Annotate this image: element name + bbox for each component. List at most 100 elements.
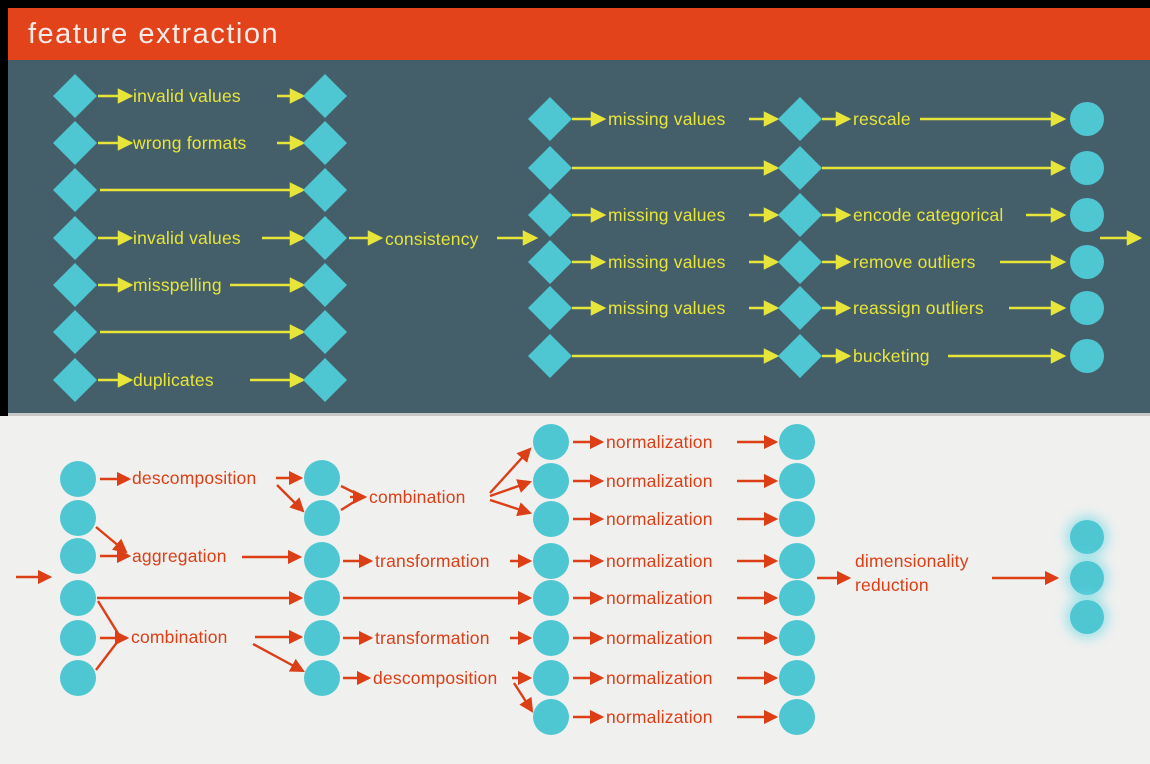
diamond-node — [53, 358, 97, 402]
flow-label: missing values — [608, 205, 726, 225]
flow-label: normalization — [606, 551, 713, 571]
flow-label: encode categorical — [853, 205, 1004, 225]
circle-node — [60, 461, 96, 497]
flow-label: missing values — [608, 298, 726, 318]
diamond-node — [303, 216, 347, 260]
output-node — [1070, 600, 1104, 634]
diamond-node — [528, 286, 572, 330]
flow-label: remove outliers — [853, 252, 976, 272]
flow-label: invalid values — [133, 86, 241, 106]
diamond-node — [778, 286, 822, 330]
diamond-node — [53, 216, 97, 260]
diamond-node — [303, 74, 347, 118]
output-node — [1070, 561, 1104, 595]
diamond-node — [53, 121, 97, 165]
flow-label: dimensionality — [855, 551, 969, 571]
flow-label: transformation — [375, 551, 490, 571]
flow-label: aggregation — [132, 546, 227, 566]
diamond-node — [303, 310, 347, 354]
flow-label: bucketing — [853, 346, 930, 366]
flow-arrow — [95, 640, 119, 671]
diamond-node — [303, 168, 347, 212]
diamond-node — [303, 358, 347, 402]
flow-arrow — [96, 600, 121, 636]
circle-node — [304, 542, 340, 578]
flow-label: reduction — [855, 575, 929, 595]
section-divider — [8, 413, 1150, 416]
circle-node — [533, 620, 569, 656]
flow-arrow — [512, 682, 534, 713]
circle-node — [533, 463, 569, 499]
circle-node — [533, 501, 569, 537]
circle-node — [60, 620, 96, 656]
flow-label: normalization — [606, 707, 713, 727]
diamond-node — [528, 240, 572, 284]
flow-label: normalization — [606, 509, 713, 529]
flow-label: descomposition — [373, 668, 497, 688]
flow-label: wrong formats — [132, 133, 247, 153]
flow-label: missing values — [608, 252, 726, 272]
circle-node — [533, 660, 569, 696]
flow-arrow — [489, 498, 533, 517]
bottom-section-bg — [0, 416, 1150, 764]
flow-arrow — [276, 484, 305, 513]
circle-node — [779, 699, 815, 735]
circle-node — [533, 543, 569, 579]
diamond-node — [528, 97, 572, 141]
circle-node — [304, 500, 340, 536]
circle-node — [533, 580, 569, 616]
circle-node — [1070, 198, 1104, 232]
circle-node — [1070, 151, 1104, 185]
diamond-node — [528, 334, 572, 378]
flow-label: duplicates — [133, 370, 214, 390]
diamond-node — [53, 263, 97, 307]
flow-arrow — [95, 526, 128, 554]
diamond-node — [528, 193, 572, 237]
circle-node — [304, 620, 340, 656]
circle-node — [779, 501, 815, 537]
circle-node — [1070, 291, 1104, 325]
diamond-node — [528, 146, 572, 190]
flow-label: descomposition — [132, 468, 256, 488]
circle-node — [60, 660, 96, 696]
diamond-node — [303, 263, 347, 307]
diamond-node — [778, 193, 822, 237]
flow-arrow — [252, 642, 305, 673]
header-bar: feature extraction — [8, 8, 1150, 60]
circle-node — [304, 580, 340, 616]
flow-label: rescale — [853, 109, 911, 129]
flow-label: invalid values — [133, 228, 241, 248]
circle-node — [304, 460, 340, 496]
circle-node — [1070, 102, 1104, 136]
flow-label: normalization — [606, 471, 713, 491]
flow-label: misspelling — [133, 275, 222, 295]
output-node — [1070, 520, 1104, 554]
flow-arrow — [489, 479, 533, 498]
flow-label: reassign outliers — [853, 298, 984, 318]
flow-label: combination — [131, 627, 228, 647]
diamond-node — [53, 310, 97, 354]
circle-node — [60, 580, 96, 616]
circle-node — [1070, 245, 1104, 279]
circle-node — [779, 580, 815, 616]
circle-node — [779, 543, 815, 579]
circle-node — [304, 660, 340, 696]
circle-node — [1070, 339, 1104, 373]
flow-label: normalization — [606, 668, 713, 688]
diamond-node — [778, 240, 822, 284]
page-title: feature extraction — [28, 17, 280, 50]
flow-arrow — [489, 447, 532, 494]
circle-node — [533, 424, 569, 460]
circle-node — [60, 500, 96, 536]
diamond-node — [53, 168, 97, 212]
flow-label: combination — [369, 487, 466, 507]
circle-node — [60, 538, 96, 574]
diamond-node — [778, 334, 822, 378]
circle-node — [779, 620, 815, 656]
circle-node — [779, 660, 815, 696]
flow-label: transformation — [375, 628, 490, 648]
flow-label: missing values — [608, 109, 726, 129]
diamond-node — [303, 121, 347, 165]
